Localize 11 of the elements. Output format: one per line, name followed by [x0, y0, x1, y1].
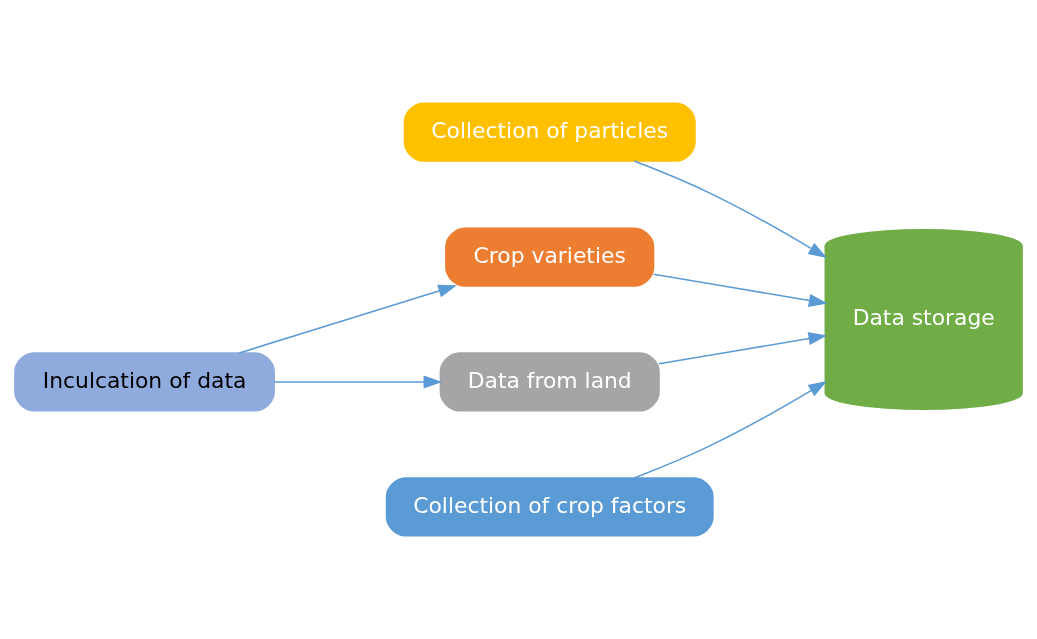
- node-box: Inculcation of data: [14, 352, 275, 412]
- node-box: Crop varieties: [445, 227, 655, 287]
- arrow: [658, 332, 828, 365]
- arrow: [633, 380, 828, 479]
- arrow: [633, 160, 828, 259]
- arrow: [273, 375, 443, 389]
- arrow: [238, 284, 457, 354]
- arrow: [652, 273, 828, 307]
- node-box: Collection of crop factors: [385, 477, 714, 537]
- node-box: Collection of particles: [403, 102, 696, 162]
- node-box: Data from land: [439, 352, 660, 412]
